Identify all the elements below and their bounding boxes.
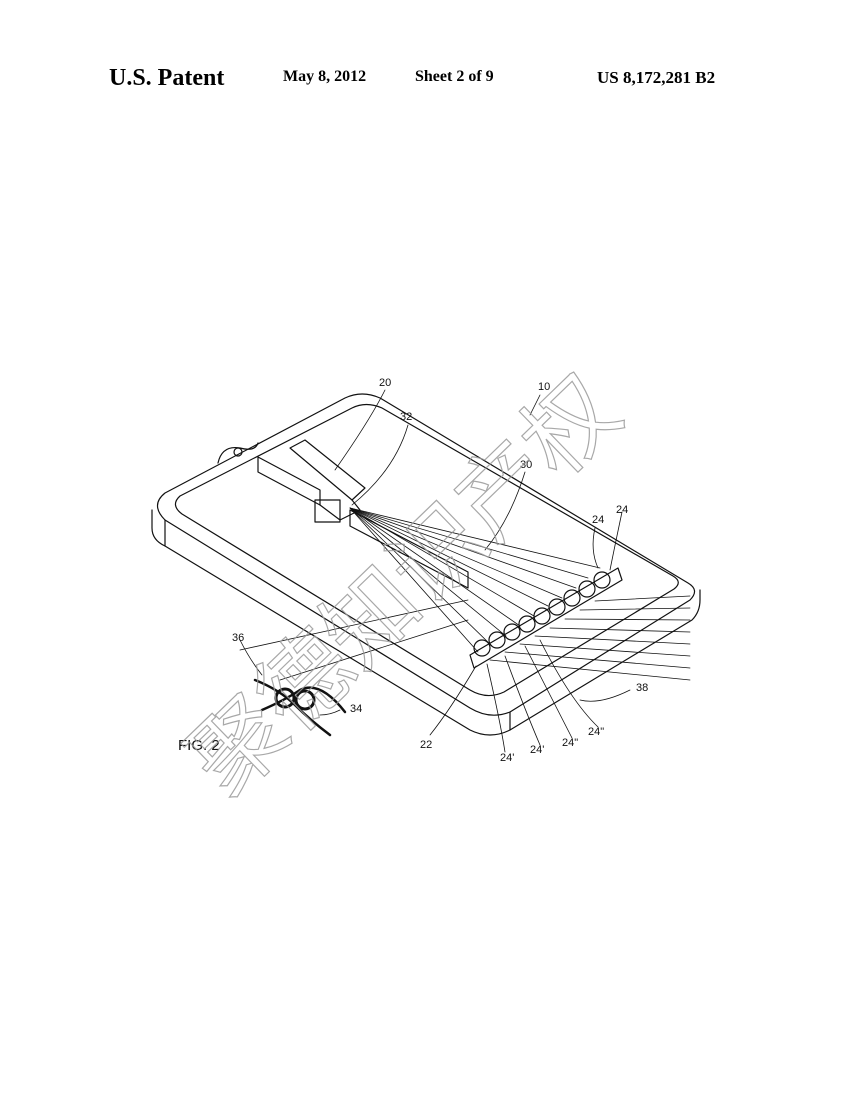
leader-lines bbox=[239, 389, 631, 753]
ref-label-24-b: 24 bbox=[616, 504, 628, 516]
tray-inner-rim bbox=[174, 403, 679, 697]
ref-label-30: 30 bbox=[520, 459, 532, 471]
line-fan bbox=[239, 507, 601, 681]
header-title: U.S. Patent bbox=[109, 65, 225, 91]
tray-hang-tab bbox=[217, 442, 259, 464]
ref-label-20: 20 bbox=[379, 377, 391, 389]
ref-label-24-double-prime-2: 24" bbox=[588, 726, 604, 738]
header-sheet: Sheet 2 of 9 bbox=[415, 68, 494, 85]
ref-label-24-prime-1: 24' bbox=[500, 752, 514, 764]
ref-label-24-prime-2: 24' bbox=[530, 744, 544, 756]
bead-row bbox=[473, 571, 611, 657]
ref-label-24-a: 24 bbox=[592, 514, 604, 526]
tray-base-edge bbox=[151, 509, 701, 736]
ref-label-34: 34 bbox=[350, 703, 362, 715]
ref-label-36: 36 bbox=[232, 632, 244, 644]
guide-rail bbox=[349, 509, 469, 589]
tray-outer-outline bbox=[156, 393, 696, 716]
knot-detail bbox=[253, 678, 347, 737]
ref-label-22: 22 bbox=[420, 739, 432, 751]
figure-caption: FIG. 2 bbox=[178, 737, 220, 754]
ref-label-38: 38 bbox=[636, 682, 648, 694]
header-date: May 8, 2012 bbox=[283, 68, 367, 85]
ref-label-24-double-prime-1: 24" bbox=[562, 737, 578, 749]
ref-label-32: 32 bbox=[400, 411, 412, 423]
header-patent-number: US 8,172,281 B2 bbox=[597, 68, 716, 87]
bead-bar bbox=[469, 567, 623, 669]
clamp-body bbox=[257, 456, 321, 506]
page-header: U.S. Patent May 8, 2012 Sheet 2 of 9 US … bbox=[0, 65, 850, 98]
outgoing-strands bbox=[489, 595, 691, 681]
tray-hang-hole bbox=[233, 447, 243, 457]
ref-label-10: 10 bbox=[538, 381, 550, 393]
